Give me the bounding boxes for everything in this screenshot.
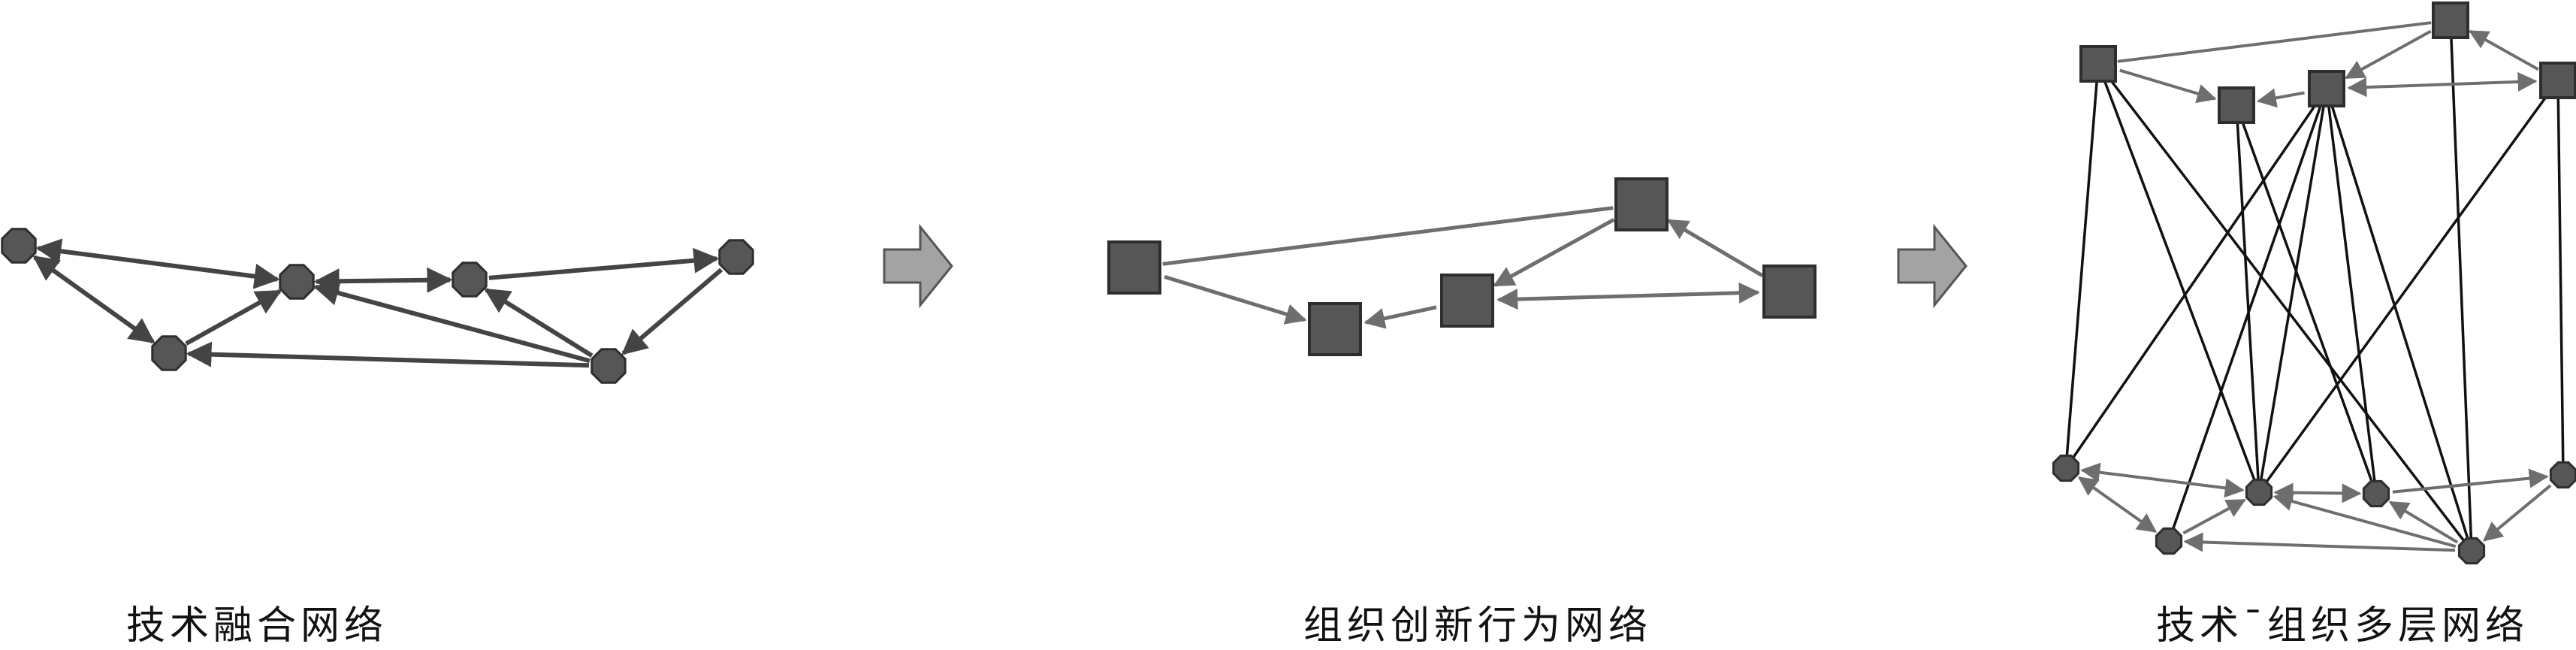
ml-tech-node-t2 [2155, 527, 2183, 555]
tech-node-e [718, 239, 754, 275]
inter-edge-o3-t3 [2257, 88, 2328, 493]
ml-org-edge-o3-o5 [2347, 71, 2538, 98]
org-node-s [1614, 177, 1669, 231]
ml-tech-node-t6 [2549, 461, 2576, 489]
tech-node-f [590, 348, 627, 384]
ml-tech-node-t5 [2457, 537, 2486, 565]
tech-edge-f-c [313, 280, 590, 364]
inter-edge-o1-t5 [2097, 62, 2473, 552]
ml-org-edge-o3-o2 [2256, 88, 2305, 108]
org-node-u [1762, 265, 1816, 319]
tech-edge-f-d [484, 288, 593, 358]
ml-tech-node-t3 [2245, 478, 2273, 506]
ml-org-node-o3 [2308, 70, 2345, 107]
caption-tech-org-multilayer-network: 技术ˉ组织多层网络 [2156, 603, 2529, 648]
transition-arrow-2 [1897, 223, 1967, 309]
tech-node-a [1, 228, 37, 264]
ml-tech-edge-t3-t4 [2273, 482, 2362, 503]
ml-tech-edge-t5-t3 [2272, 491, 2457, 549]
inter-edge-o4-t5 [2449, 20, 2473, 552]
org-edge-p-q [1164, 274, 1307, 325]
ml-org-node-o4 [2432, 2, 2469, 39]
inter-edge-o3-t5 [2325, 88, 2473, 552]
tech-node-d [451, 262, 488, 298]
transition-arrow-1 [883, 223, 953, 309]
tech-node-c [279, 264, 315, 300]
inter-edge-o1-t1 [2064, 63, 2100, 469]
ml-org-node-o2 [2218, 86, 2255, 124]
ml-org-node-o1 [2079, 45, 2117, 83]
ml-tech-edge-t5-t4 [2388, 500, 2459, 544]
org-edge-u-s [1666, 219, 1764, 277]
tech-edge-e-f [621, 268, 723, 355]
tech-edge-a-b [32, 255, 156, 344]
tech-edge-c-d [313, 267, 453, 295]
ml-org-edge-o5-o4 [2468, 29, 2539, 71]
tech-edge-d-e [488, 247, 720, 280]
ml-tech-edge-t1-t2 [2077, 476, 2158, 533]
org-node-r [1440, 274, 1494, 328]
ml-org-node-o5 [2539, 62, 2576, 99]
inter-edge-o3-t1 [2064, 88, 2328, 469]
tech-edge-a-c [35, 238, 280, 289]
ml-tech-node-t1 [2052, 454, 2080, 482]
ml-org-edge-o4-o1 [2117, 21, 2432, 63]
ml-org-edge-o4-o3 [2344, 29, 2432, 80]
ml-tech-edge-t1-t3 [2080, 462, 2245, 498]
tech-edge-f-b [186, 341, 590, 368]
ml-tech-node-t4 [2362, 479, 2390, 508]
inter-edge-o2-t3 [2235, 104, 2260, 493]
ml-tech-edge-t5-t2 [2183, 532, 2456, 552]
org-edge-s-r [1493, 218, 1615, 287]
org-node-p [1107, 240, 1161, 295]
ml-tech-edge-t6-t5 [2482, 484, 2552, 542]
ml-tech-edge-t4-t6 [2392, 468, 2549, 494]
org-edge-s-p [1162, 206, 1614, 266]
org-edge-r-q [1363, 305, 1437, 329]
inter-edge-o3-t4 [2325, 88, 2378, 494]
ml-org-edge-o1-o2 [2119, 68, 2217, 104]
tech-edge-b-c [185, 289, 282, 346]
org-node-q [1308, 302, 1362, 356]
org-edge-r-u [1496, 282, 1760, 310]
inter-edge-o1-t3 [2097, 63, 2260, 493]
inter-edge-o2-t4 [2235, 104, 2378, 494]
ml-tech-edge-t2-t3 [2182, 498, 2246, 535]
caption-tech-fusion-network: 技术融合网络 [126, 603, 388, 648]
caption-org-innovation-network: 组织创新行为网络 [1303, 603, 1653, 648]
inter-edge-o5-t6 [2556, 80, 2565, 476]
inter-edge-o5-t3 [2257, 79, 2559, 494]
tech-node-b [151, 335, 187, 371]
